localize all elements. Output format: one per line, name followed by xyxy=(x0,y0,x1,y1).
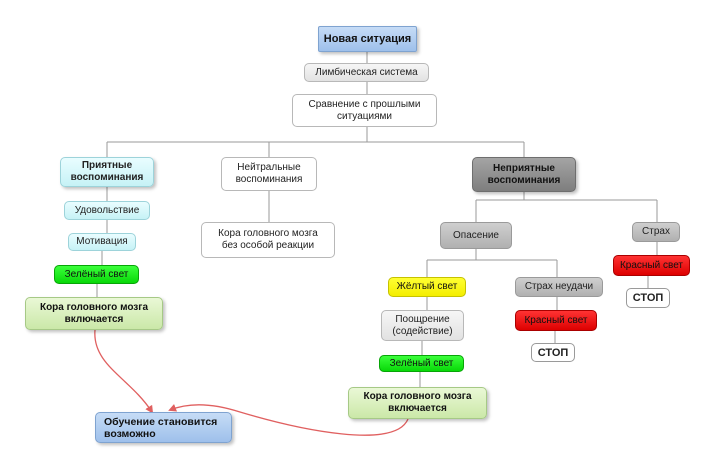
node-red-light-fear-label: Красный свет xyxy=(619,259,684,271)
node-comparison: Сравнение с прошлыми ситуациями xyxy=(292,94,437,127)
node-neutral-memories: Нейтральные воспоминания xyxy=(221,157,317,191)
node-red-light-failure: Красный свет xyxy=(515,310,597,331)
node-stop-failure: СТОП xyxy=(531,343,575,362)
node-neutral-line2: воспоминания xyxy=(235,174,303,185)
node-satisfaction: Удовольствие xyxy=(64,201,150,220)
node-fear: Страх xyxy=(632,222,680,242)
node-satisfaction-label: Удовольствие xyxy=(74,204,140,216)
node-red-light-failure-label: Красный свет xyxy=(524,314,588,326)
node-cortex-on-right: Кора головного мозга включается xyxy=(348,387,487,419)
arrow-right-to-learning xyxy=(168,404,409,436)
node-yellow-light-label: Жёлтый свет xyxy=(396,281,458,292)
node-yellow-light: Жёлтый свет xyxy=(388,277,466,297)
node-pleasant-memories: Приятные воспоминания xyxy=(60,157,154,187)
node-new-situation-label: Новая ситуация xyxy=(323,33,412,45)
node-learning-line1: Обучение становится xyxy=(104,415,218,428)
node-learning-possible: Обучение становится возможно xyxy=(95,412,232,443)
node-cortex-on-right-line2: включается xyxy=(388,403,447,414)
tree-connectors xyxy=(96,52,658,387)
node-fear-label: Страх xyxy=(642,226,670,237)
node-cortex-on-left: Кора головного мозга включается xyxy=(25,297,163,330)
node-green-light-right: Зелёный свет xyxy=(379,355,464,372)
node-pleasant-line1: Приятные xyxy=(81,160,133,171)
node-cortex-on-right-line1: Кора головного мозга xyxy=(363,391,472,402)
node-cortex-neutral-line2: без особой реакции xyxy=(221,240,315,251)
outcome-arrows xyxy=(94,329,409,436)
node-comparison-line2: ситуациями xyxy=(337,110,392,122)
node-green-light-left-label: Зелёный свет xyxy=(64,268,129,280)
node-learning-line2: возможно xyxy=(104,427,156,440)
node-motivation-label: Мотивация xyxy=(76,236,128,247)
node-unpleasant-line2: воспоминания xyxy=(487,174,561,186)
node-neutral-line1: Нейтральные xyxy=(237,162,301,173)
node-limbic-system-label: Лимбическая система xyxy=(315,66,418,78)
node-encouragement-line2: (содействие) xyxy=(392,325,453,337)
arrow-left-to-learning xyxy=(94,329,154,414)
node-encouragement: Поощрение (содействие) xyxy=(381,310,464,341)
node-unpleasant-line1: Неприятные xyxy=(493,162,555,174)
node-fear-of-failure: Страх неудачи xyxy=(515,277,603,297)
node-cortex-neutral: Кора головного мозга без особой реакции xyxy=(201,222,335,258)
node-apprehension-label: Опасение xyxy=(453,229,499,241)
node-unpleasant-memories: Неприятные воспоминания xyxy=(472,157,576,192)
node-cortex-on-left-line1: Кора головного мозга xyxy=(39,301,149,313)
node-motivation: Мотивация xyxy=(68,233,136,251)
node-stop-fear-label: СТОП xyxy=(632,292,664,304)
node-pleasant-line2: воспоминания xyxy=(70,172,144,183)
node-limbic-system: Лимбическая система xyxy=(304,63,429,82)
node-stop-fear: СТОП xyxy=(626,288,670,308)
node-apprehension: Опасение xyxy=(440,222,512,249)
node-cortex-neutral-line1: Кора головного мозга xyxy=(218,228,318,239)
node-encouragement-line1: Поощрение xyxy=(395,313,450,325)
node-fear-of-failure-label: Страх неудачи xyxy=(524,281,594,292)
node-green-light-left: Зелёный свет xyxy=(54,265,139,284)
node-red-light-fear: Красный свет xyxy=(613,255,690,276)
node-new-situation: Новая ситуация xyxy=(318,26,417,52)
node-stop-failure-label: СТОП xyxy=(537,346,569,359)
node-comparison-line1: Сравнение с прошлыми xyxy=(308,98,421,110)
node-green-light-right-label: Зелёный свет xyxy=(389,357,454,369)
node-cortex-on-left-line2: включается xyxy=(64,313,124,325)
